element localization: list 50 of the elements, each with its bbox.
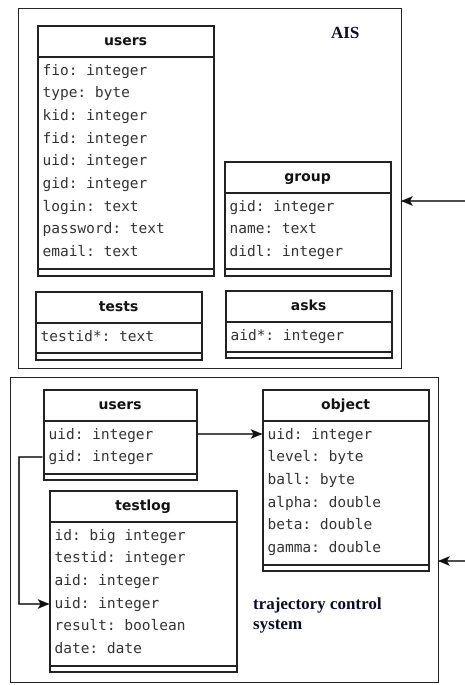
- attribute-text: kid: integer: [42, 106, 148, 126]
- table-name: users: [38, 26, 212, 58]
- entity-table: [34, 290, 202, 360]
- attribute-text: uid: integer: [48, 426, 154, 444]
- attribute-text: testid*: text: [40, 328, 154, 346]
- table-name: group: [226, 162, 390, 194]
- table-name: testlog: [50, 492, 236, 522]
- entity-table: [224, 290, 392, 358]
- arrow: [198, 429, 262, 439]
- attribute-text: name: text: [228, 220, 317, 240]
- attribute-text: level: byte: [266, 448, 364, 468]
- attribute-text: gid: integer: [48, 448, 154, 468]
- attribute-text: email: text: [42, 243, 139, 262]
- system-label: trajectory control system: [253, 594, 383, 634]
- attribute-text: uid: integer: [54, 594, 160, 614]
- attribute-text: didl: integer: [228, 242, 343, 262]
- table-name: users: [44, 390, 196, 422]
- attribute-text: password: text: [42, 220, 165, 240]
- attribute-text: gid: integer: [228, 198, 334, 216]
- attribute-text: uid: integer: [266, 426, 372, 444]
- attribute-text: id: big integer: [54, 526, 186, 546]
- attribute-text: gid: integer: [42, 174, 148, 194]
- entity-table: [262, 388, 430, 572]
- attribute-text: ball: byte: [266, 470, 355, 490]
- attribute-text: type: byte: [42, 84, 130, 104]
- attribute-text: gamma: double: [266, 538, 381, 558]
- attribute-text: uid: integer: [42, 152, 148, 172]
- attribute-text: login: text: [42, 198, 139, 217]
- arrow: [401, 196, 465, 206]
- arrow: [438, 556, 465, 566]
- entity-table: [48, 490, 238, 672]
- attribute-text: aid*: integer: [230, 326, 344, 346]
- system-boundary: [18, 8, 402, 369]
- attribute-text: result: boolean: [54, 617, 186, 636]
- entity-table: [36, 24, 214, 276]
- attribute-text: beta: double: [266, 516, 372, 536]
- table-name: tests: [36, 292, 200, 324]
- entity-table: [224, 160, 392, 276]
- attribute-text: testid: integer: [54, 549, 186, 568]
- arrow: [18, 456, 50, 609]
- system-label: AIS: [331, 23, 360, 43]
- system-boundary: [10, 377, 439, 683]
- attribute-text: alpha: double: [266, 494, 381, 513]
- table-name: object: [264, 390, 428, 422]
- attribute-text: date: date: [54, 640, 142, 659]
- attribute-text: aid: integer: [54, 572, 160, 591]
- entity-table: [42, 388, 198, 480]
- attribute-text: fid: integer: [42, 130, 148, 149]
- attribute-text: fio: integer: [42, 62, 148, 80]
- table-name: asks: [226, 292, 390, 322]
